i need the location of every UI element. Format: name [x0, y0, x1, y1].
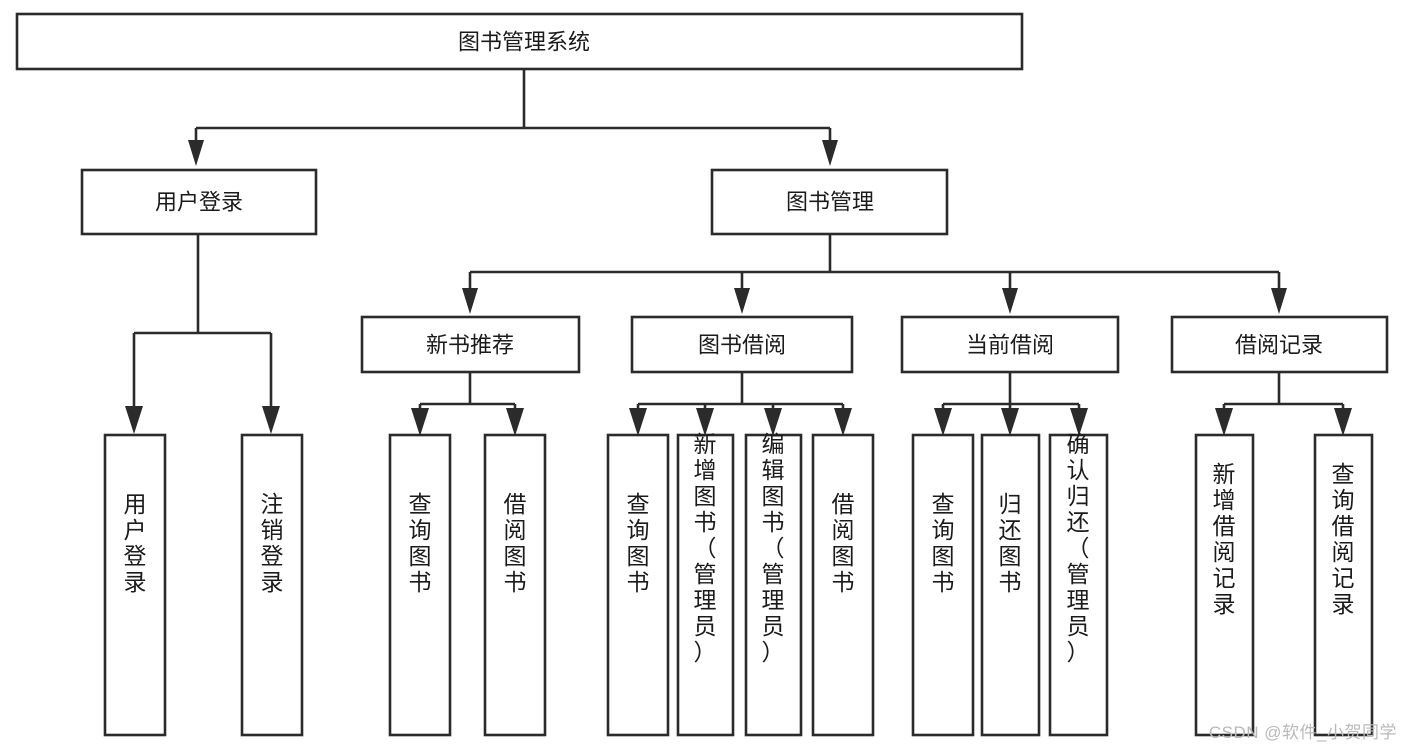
node-box-shape: [240, 433, 304, 737]
node-leaf-user-login[interactable]: 用户登录: [103, 433, 167, 737]
connector-recommend-to-leaves: [411, 372, 524, 436]
node-current-borrow[interactable]: 当前借阅: [900, 315, 1120, 374]
node-box-shape: [1313, 433, 1374, 737]
node-root[interactable]: 图书管理系统: [15, 12, 1024, 71]
arrow-head-icon: [696, 408, 714, 436]
node-box-shape: [388, 433, 452, 737]
node-box-shape: [900, 315, 1120, 374]
arrow-head-icon: [1070, 408, 1088, 436]
node-label-borrow-record: 借阅记录: [1235, 333, 1323, 358]
node-label-leaf-add-record: 新增借阅记录: [1213, 461, 1236, 617]
node-box-shape: [1194, 433, 1255, 737]
arrow-head-icon: [462, 288, 478, 314]
node-label-leaf-borrow-book-1: 借阅图书: [504, 491, 527, 595]
node-label-leaf-user-login: 用户登录: [124, 491, 147, 595]
node-box-shape: [103, 433, 167, 737]
node-box-shape: [744, 433, 803, 737]
node-leaf-add-record[interactable]: 新增借阅记录: [1194, 433, 1255, 737]
arrow-head-icon: [1271, 288, 1287, 314]
node-leaf-borrow-book-2[interactable]: 借阅图书: [811, 433, 875, 737]
csdn-watermark: CSDN @软件_小贺同学: [1208, 723, 1397, 742]
node-book-management[interactable]: 图书管理: [710, 168, 949, 236]
connector-root-to-level2: [188, 69, 838, 166]
node-label-root: 图书管理系统: [458, 30, 590, 55]
node-borrow-record[interactable]: 借阅记录: [1170, 315, 1389, 374]
node-label-user-login: 用户登录: [155, 190, 243, 215]
node-new-book-recommend[interactable]: 新书推荐: [360, 315, 581, 374]
node-box-shape: [1048, 433, 1109, 737]
node-label-leaf-query-book-2: 查询图书: [627, 491, 650, 595]
node-label-leaf-query-record: 查询借阅记录: [1332, 461, 1355, 617]
node-label-leaf-query-book-3: 查询图书: [932, 491, 955, 595]
node-label-leaf-return-book: 归还图书: [999, 491, 1022, 595]
node-book-borrow[interactable]: 图书借阅: [630, 315, 854, 374]
node-leaf-query-book-3[interactable]: 查询图书: [911, 433, 975, 737]
node-box-shape: [811, 433, 875, 737]
node-label-book-borrow: 图书借阅: [698, 333, 786, 358]
arrow-head-icon: [1215, 408, 1233, 436]
arrow-head-icon: [188, 140, 204, 166]
node-leaf-return-book[interactable]: 归还图书: [980, 433, 1041, 737]
node-leaf-logout-login[interactable]: 注销登录: [240, 433, 304, 737]
arrow-head-icon: [734, 288, 750, 314]
node-leaf-add-book[interactable]: 新增图书（管理员）: [676, 431, 735, 737]
node-label-leaf-logout-login: 注销登录: [261, 491, 284, 595]
node-leaf-confirm-return[interactable]: 确认归还（管理员）: [1048, 431, 1109, 737]
arrow-head-icon: [834, 408, 852, 436]
arrow-head-icon: [411, 408, 429, 436]
node-box-shape: [630, 315, 854, 374]
node-box-shape: [360, 315, 581, 374]
arrow-head-icon: [1001, 408, 1019, 436]
node-box-shape: [606, 433, 670, 737]
node-user-login[interactable]: 用户登录: [80, 168, 318, 236]
connector-borrow-to-leaves: [629, 372, 852, 436]
node-label-leaf-add-book: 新增图书（管理员）: [694, 431, 717, 665]
node-leaf-edit-book[interactable]: 编辑图书（管理员）: [744, 431, 803, 737]
node-label-leaf-borrow-book-2: 借阅图书: [832, 491, 855, 595]
connector-record-to-leaves: [1215, 372, 1352, 436]
node-box-shape: [710, 168, 949, 236]
node-leaf-borrow-book-1[interactable]: 借阅图书: [483, 433, 547, 737]
arrow-head-icon: [1002, 288, 1018, 314]
arrow-head-icon: [262, 406, 280, 434]
node-box-shape: [80, 168, 318, 236]
node-label-leaf-edit-book: 编辑图书（管理员）: [762, 431, 785, 665]
connector-current-to-leaves: [934, 372, 1088, 436]
arrow-head-icon: [125, 406, 143, 434]
node-label-book-management: 图书管理: [786, 190, 874, 215]
arrow-head-icon: [822, 140, 838, 166]
arrow-head-icon: [764, 408, 782, 436]
node-leaf-query-record[interactable]: 查询借阅记录: [1313, 433, 1374, 737]
connector-bookmgmt-to-level3: [462, 234, 1287, 314]
node-box-shape: [911, 433, 975, 737]
node-box-shape: [15, 12, 1024, 71]
arrow-head-icon: [629, 408, 647, 436]
node-box-shape: [980, 433, 1041, 737]
node-label-new-book-recommend: 新书推荐: [426, 333, 514, 358]
node-leaf-query-book-2[interactable]: 查询图书: [606, 433, 670, 737]
arrow-head-icon: [934, 408, 952, 436]
node-leaf-query-book-1[interactable]: 查询图书: [388, 433, 452, 737]
node-box-shape: [483, 433, 547, 737]
node-box-shape: [676, 433, 735, 737]
node-label-leaf-confirm-return: 确认归还（管理员）: [1067, 431, 1090, 665]
node-box-shape: [1170, 315, 1389, 374]
node-label-leaf-query-book-1: 查询图书: [409, 491, 432, 595]
arrow-head-icon: [1334, 408, 1352, 436]
connector-userlogin-to-leaves: [125, 234, 280, 434]
node-label-current-borrow: 当前借阅: [966, 333, 1054, 358]
arrow-head-icon: [506, 408, 524, 436]
